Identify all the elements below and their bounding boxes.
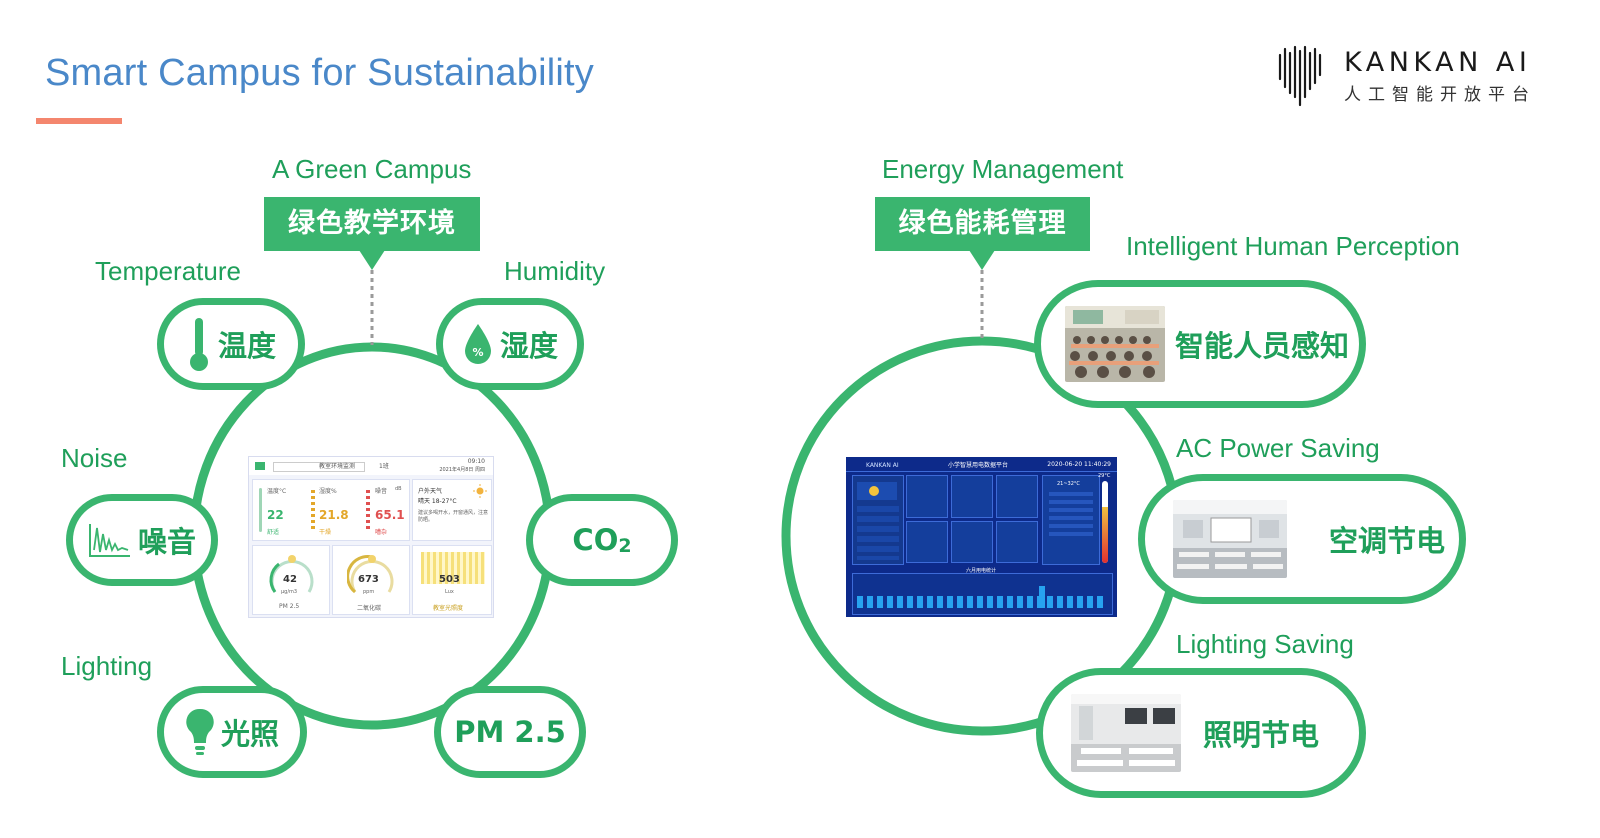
dashboard-left-panel: [852, 475, 904, 565]
monitor-top-bar: 教室环境监测 1班 09:10 2021年4月8日 周四: [249, 457, 493, 475]
sound-wave-icon: [88, 524, 130, 557]
ac-saving-label: AC Power Saving: [1176, 433, 1380, 463]
monitor-logo-icon: [255, 462, 265, 470]
humidity-label: Humidity: [504, 256, 606, 286]
monitor-lux-unit: Lux: [445, 589, 454, 595]
classroom-photo-icon: [1065, 306, 1165, 382]
monitor-pm-panel: 42 μg/m3 PM 2.5: [252, 545, 330, 615]
monitor-pm-value: 42: [283, 574, 297, 585]
lighting-node-text: 光照: [220, 717, 279, 751]
dashboard-chart-title: 六月用电统计: [966, 568, 997, 574]
human-perception-node: 智能人员感知: [1034, 280, 1366, 408]
lighting-saving-node: 照明节电: [1036, 668, 1366, 798]
monitor-weather-label: 户外天气: [418, 488, 443, 495]
monitor-noise-unit: dB: [395, 486, 402, 492]
sun-icon: [473, 484, 487, 498]
dashboard-room-grid: [906, 475, 1038, 563]
monitor-advice: 建议多喝开水，开窗通风，注意防晒。: [418, 510, 489, 523]
monitor-pm-label: PM 2.5: [279, 603, 300, 610]
lighting-saving-label: Lighting Saving: [1176, 629, 1354, 659]
monitor-hum-state: 干燥: [319, 529, 332, 536]
dashboard-thermometer-icon: [1102, 481, 1108, 563]
monitor-time: 09:10: [467, 458, 485, 465]
monitor-hum-value: 21.8: [319, 508, 349, 522]
dashboard-temp-range: 21~32°C: [1057, 481, 1080, 487]
lighting-label: Lighting: [61, 651, 153, 681]
monitor-temp-state: 舒适: [267, 529, 280, 536]
noise-node-text: 噪音: [137, 525, 196, 559]
monitor-noise-state: 嘈杂: [375, 529, 388, 536]
dashboard-brand: KANKAN AI: [866, 462, 899, 469]
energy-banner-pointer-icon: [969, 250, 995, 270]
humidity-node-text: 湿度: [499, 329, 558, 363]
co2-node-text: CO: [572, 523, 619, 557]
temperature-node: 温度: [157, 298, 305, 390]
monitor-title: 教室环境监测: [319, 463, 356, 470]
ac-saving-node: 空调节电: [1138, 474, 1466, 604]
monitor-room: 1班: [379, 463, 389, 470]
green-campus-ring: [189, 270, 555, 730]
logo-subtitle: 人工智能开放平台: [1344, 85, 1536, 105]
monitor-hum-label: 湿度%: [319, 488, 337, 495]
environment-monitor-screen: 教室环境监测 1班 09:10 2021年4月8日 周四 温度°C 22 舒适 …: [248, 456, 494, 618]
logo-wordmark: KANKAN AI: [1344, 47, 1532, 78]
monitor-lux-label: 教室光照度: [433, 605, 464, 612]
monitor-date: 2021年4月8日 周四: [439, 467, 485, 473]
dashboard-energy-chart: [852, 573, 1113, 615]
water-drop-icon: %: [464, 324, 491, 364]
pm-gauge-icon: [269, 555, 314, 593]
monitor-co2-unit: ppm: [363, 589, 375, 595]
slide-title: Smart Campus for Sustainability: [45, 52, 594, 94]
energy-banner: 绿色能耗管理: [875, 197, 1090, 251]
thermometer-icon: [189, 318, 208, 371]
pm25-node-text: PM 2.5: [454, 715, 566, 749]
temperature-node-text: 温度: [217, 329, 276, 363]
pm25-node: PM 2.5: [434, 686, 586, 778]
green-campus-heading: A Green Campus: [272, 154, 472, 184]
ac-room-photo-icon: [1173, 500, 1287, 578]
energy-heading: Energy Management: [882, 154, 1124, 184]
monitor-pm-unit: μg/m3: [281, 589, 298, 595]
monitor-noise-value: 65.1: [375, 508, 405, 522]
lighting-saving-node-text: 照明节电: [1203, 718, 1320, 752]
temperature-label: Temperature: [95, 256, 241, 286]
human-perception-label: Intelligent Human Perception: [1126, 231, 1460, 261]
monitor-co2-panel: 673 ppm 二氧化碳: [332, 545, 410, 615]
dashboard-title: 小学智慧用电数据平台: [948, 462, 1009, 469]
lighting-node: 光照: [157, 686, 307, 778]
dashboard-weather-panel: 21~32°C: [1042, 475, 1100, 565]
co2-gauge-icon: [347, 555, 394, 594]
svg-text:%: %: [472, 346, 483, 359]
noise-node: 噪音: [66, 494, 218, 586]
monitor-weather-panel: 户外天气 晴天 18-27°C 建议多喝开水，开窗通风，注意防晒。: [412, 479, 492, 541]
dashboard-temp-max: 29°C: [1098, 473, 1111, 479]
title-accent-bar: [36, 118, 122, 124]
monitor-lux-panel: 503 Lux 教室光照度: [412, 545, 492, 615]
monitor-readings-panel: 温度°C 22 舒适 湿度% 21.8 干燥 噪音 dB 65.1 嘈杂: [252, 479, 410, 541]
human-perception-node-text: 智能人员感知: [1175, 329, 1350, 363]
banner-pointer-icon: [359, 250, 385, 270]
energy-dashboard-screen: KANKAN AI 小学智慧用电数据平台 2020-06-20 11:40:29…: [846, 457, 1117, 617]
monitor-temp-value: 22: [267, 508, 284, 522]
monitor-lux-value: 503: [439, 574, 460, 585]
green-campus-banner: 绿色教学环境: [264, 197, 480, 251]
monitor-weather-value: 晴天 18-27°C: [418, 498, 457, 505]
humidity-node: % 湿度: [436, 298, 584, 390]
ac-saving-node-text: 空调节电: [1329, 524, 1446, 558]
monitor-co2-label: 二氧化碳: [357, 605, 382, 612]
lightbulb-icon: [186, 708, 214, 755]
dashboard-datetime: 2020-06-20 11:40:29: [1047, 461, 1111, 468]
monitor-noise-label: 噪音: [375, 488, 388, 495]
lab-room-photo-icon: [1071, 694, 1181, 772]
co2-node-subscript: 2: [618, 535, 632, 557]
noise-label: Noise: [61, 443, 128, 473]
kankan-logo-icon: [1278, 45, 1322, 107]
monitor-co2-value: 673: [358, 574, 379, 585]
monitor-temp-label: 温度°C: [267, 488, 287, 495]
